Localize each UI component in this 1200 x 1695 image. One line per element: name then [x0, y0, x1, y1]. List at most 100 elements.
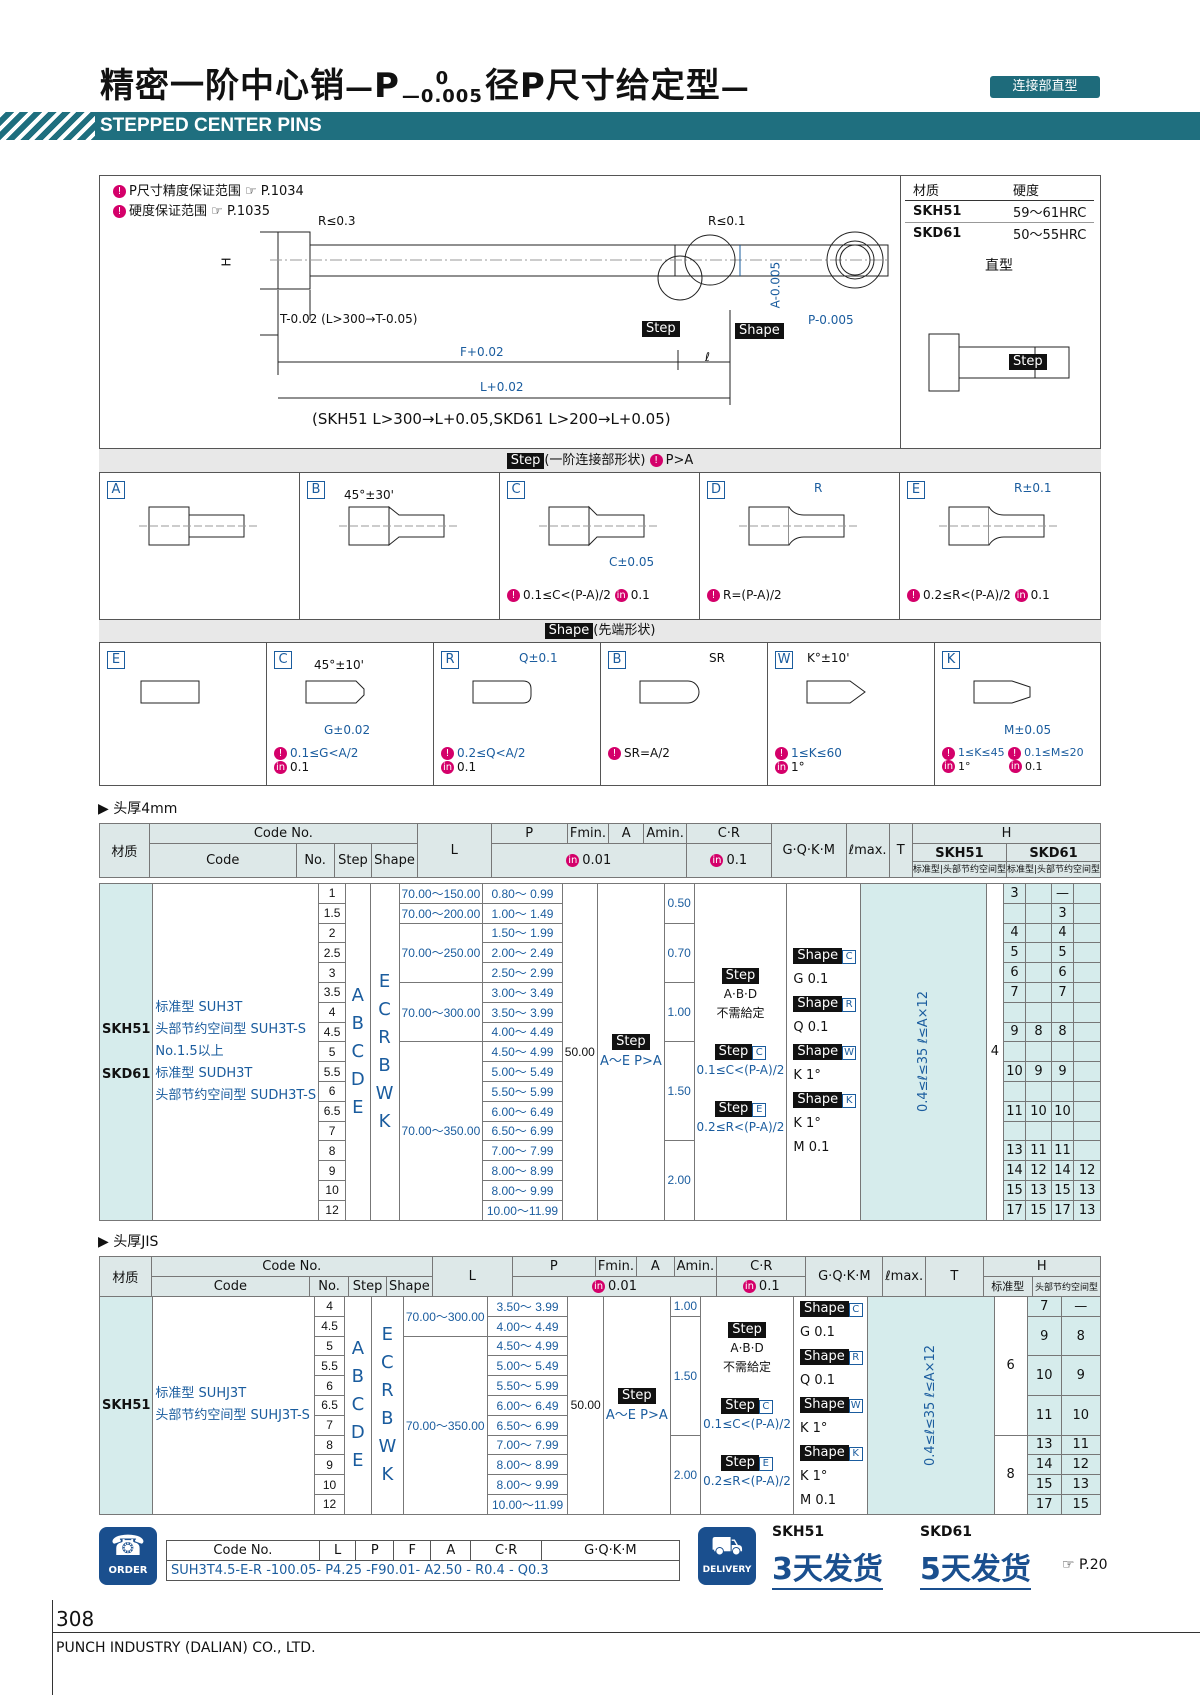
step-type-e: E	[907, 481, 925, 499]
delivery-skd-label: SKD61	[920, 1524, 973, 1540]
subtitle: STEPPED CENTER PINS	[100, 115, 322, 136]
delivery-skh-days: 3天发货	[772, 1544, 883, 1590]
order-badge: ☎ ORDER	[99, 1527, 157, 1585]
shape-w-dim: K°±10'	[807, 651, 850, 665]
step-b-angle: 45°±30'	[344, 488, 394, 502]
step-e-dim: R±0.1	[1014, 481, 1052, 495]
note-precision: !P尺寸精度保证范围 ☞ P.1034	[113, 180, 304, 199]
lmax-cell: 0.4≤ℓ≤35 ℓ≤A×12	[859, 883, 988, 1221]
shape-section-header: Shape(先端形状)	[99, 619, 1101, 643]
straight-step-tag: Step	[1009, 354, 1047, 370]
shape-k-dim: M±0.05	[1004, 723, 1052, 737]
step-d-cond: !R=(P-A)/2	[707, 588, 782, 602]
length-condition: (SKH51 L>300→L+0.05,SKD61 L>200→L+0.05)	[312, 410, 671, 428]
p-label: P-0.005	[808, 313, 854, 327]
note-hardness: !硬度保证范围 ☞ P.1035	[113, 200, 270, 219]
shape-c-angle: 45°±10'	[314, 658, 364, 672]
category-tag: 连接部直型	[990, 76, 1100, 98]
table1-caption: ▶ 头厚4mm	[98, 801, 178, 817]
step-type-a: A	[107, 481, 125, 499]
shape-b-cond: !SR=A/2	[608, 746, 670, 760]
h-label: H	[219, 257, 234, 267]
shape-type-e: E	[107, 651, 125, 669]
pin-drawing	[260, 231, 890, 405]
a-label: A-0.005	[768, 261, 783, 309]
shape-c-dim: G±0.02	[324, 723, 371, 737]
phone-icon: ☎	[110, 1529, 146, 1562]
step-types-row: A B C D E 45°±30' C±0.05 !0.1≤C<(P-A)/2 …	[99, 473, 1101, 619]
t-label: T-0.02 (L>300→T-0.05)	[280, 312, 418, 326]
table-head-jis: 材质 Code No. L P Fmin. A Amin. C·R G·Q·K·…	[99, 1256, 1102, 1297]
company-name: PUNCH INDUSTRY (DALIAN) CO., LTD.	[56, 1640, 316, 1656]
step-type-b: B	[307, 481, 325, 499]
delivery-skd-days: 5天发货	[920, 1544, 1031, 1590]
lmax-cell: 0.4≤ℓ≤35 ℓ≤A×12	[867, 1296, 995, 1515]
shape-r-dim: Q±0.1	[519, 651, 558, 665]
delivery-skh-label: SKH51	[772, 1524, 825, 1540]
material-cell: SKH51	[98, 1296, 154, 1515]
shape-type-r: R	[441, 651, 459, 669]
shape-type-w: W	[775, 651, 793, 669]
step-type-c: C	[507, 481, 525, 499]
ell-label: ℓ	[705, 350, 710, 364]
step-c-dim: C±0.05	[609, 555, 655, 569]
delivery-badge: ⛟ DELIVERY	[698, 1527, 756, 1585]
shape-type-c: C	[274, 651, 292, 669]
title-band	[0, 112, 1200, 140]
step-tag: Step	[642, 321, 680, 337]
shape-tag: Shape	[735, 323, 784, 339]
l-label: L+0.02	[480, 380, 524, 394]
shape-b-dim: SR	[709, 651, 725, 665]
f-label: F+0.02	[460, 345, 504, 359]
page-number: 308	[56, 1607, 95, 1631]
straight-label: 直型	[985, 258, 1013, 274]
radius-label-head: R≤0.3	[318, 214, 356, 228]
radius-label-step: R≤0.1	[708, 214, 746, 228]
straight-type-drawing	[928, 333, 1070, 392]
table2-caption: ▶ 头厚JIS	[98, 1234, 159, 1250]
delivery-ref: ☞ P.20	[1062, 1557, 1108, 1573]
table-head4mm: 材质 Code No. L P Fmin. A Amin. C·R G·Q·K·…	[99, 823, 1102, 878]
